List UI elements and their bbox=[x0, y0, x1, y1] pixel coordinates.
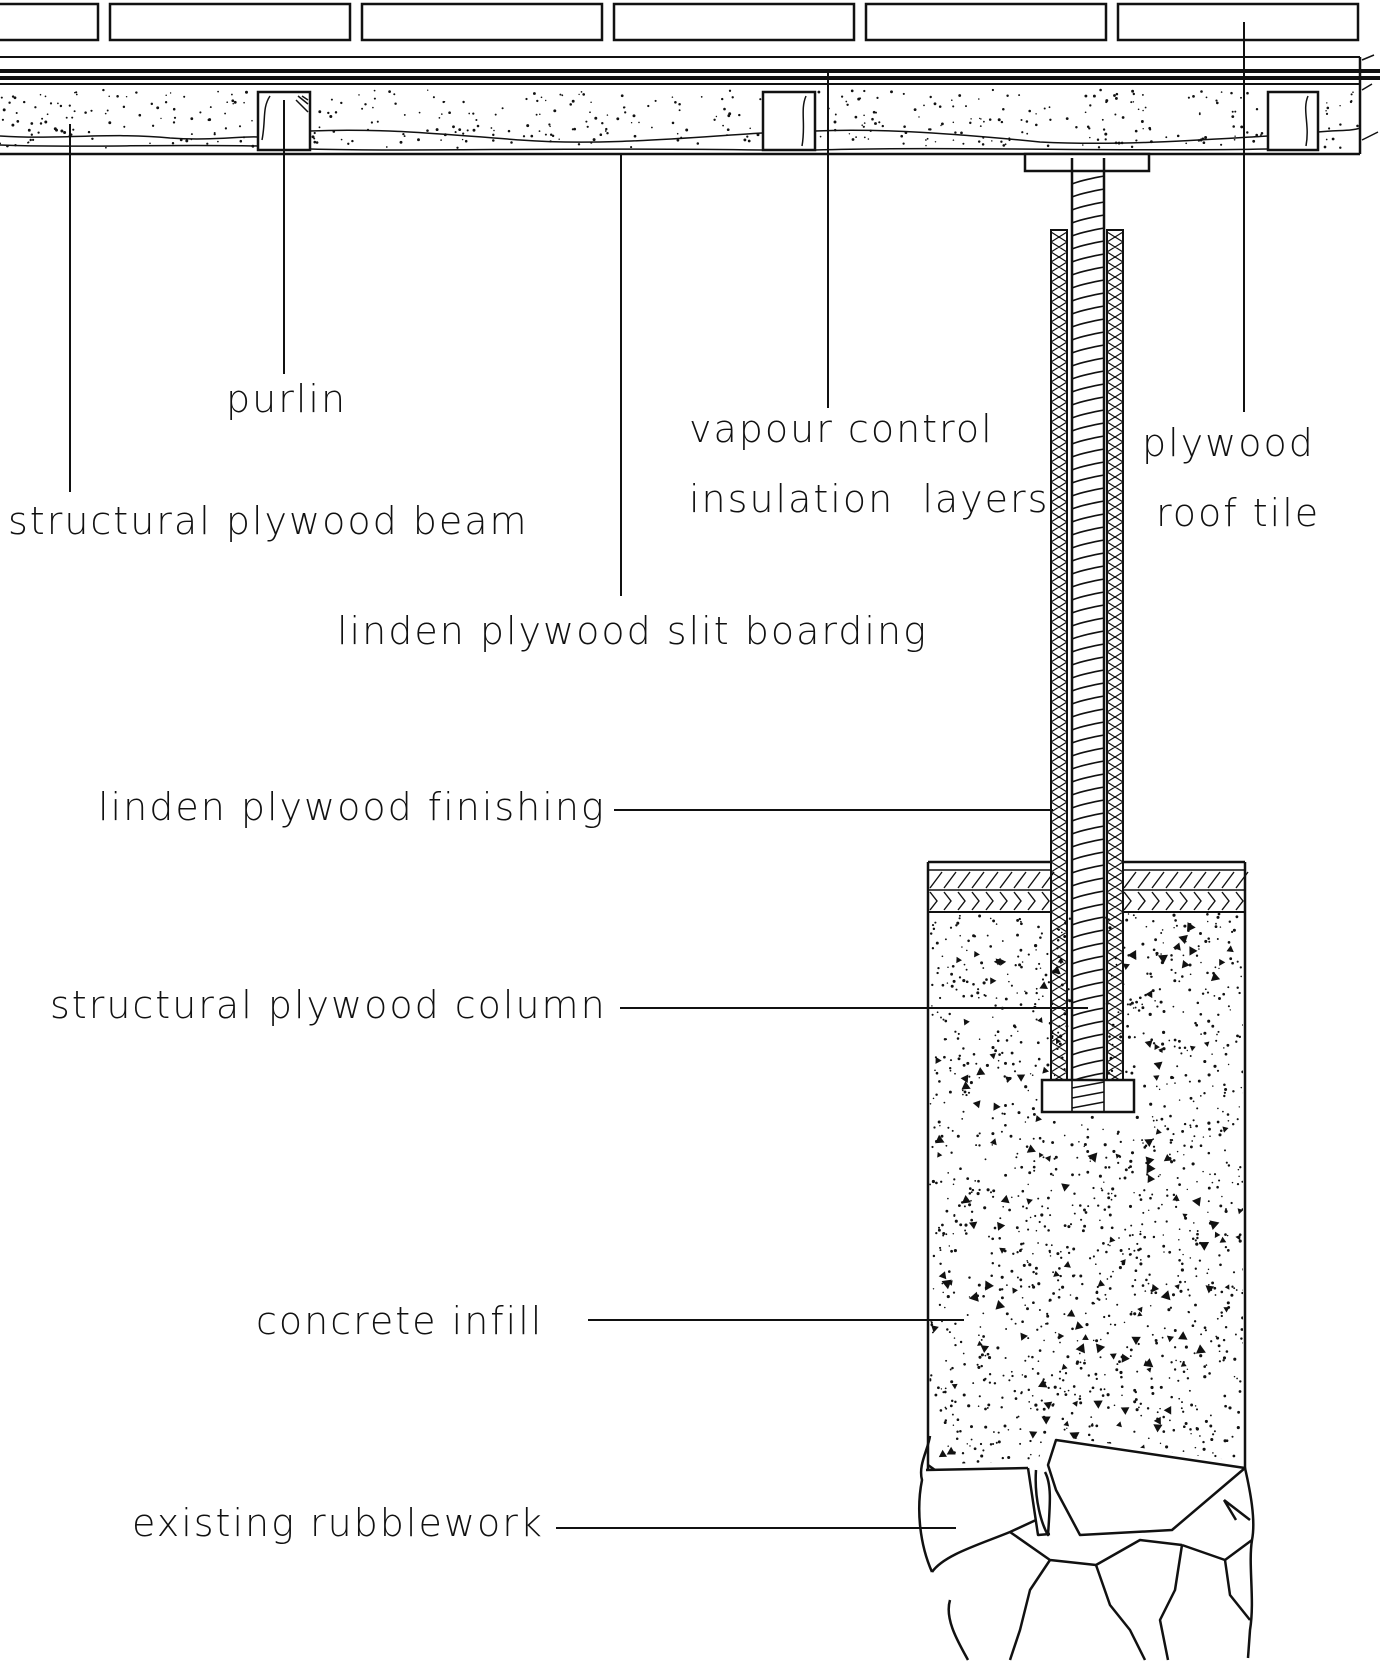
label-structural-plywood-column: structural plywood column bbox=[50, 983, 607, 1027]
concrete-aggregate bbox=[929, 912, 1243, 1465]
label-insulation-layers: insulation layers bbox=[689, 477, 1050, 521]
insulation-lines bbox=[0, 127, 1361, 151]
label-structural-plywood-beam: structural plywood beam bbox=[8, 499, 529, 543]
insulation-dots bbox=[0, 88, 1359, 149]
label-roof-tile: roof tile bbox=[1156, 491, 1321, 535]
structural-plywood-column bbox=[1070, 158, 1106, 1112]
column-top-plate bbox=[1023, 152, 1151, 173]
label-linden-plywood-slit-boarding: linden plywood slit boarding bbox=[337, 609, 928, 653]
existing-rubblework bbox=[917, 1435, 1255, 1661]
label-purlin: purlin bbox=[226, 377, 348, 421]
label-vapour-control: vapour control bbox=[689, 407, 994, 451]
leader-lines bbox=[69, 22, 1245, 1529]
footing bbox=[926, 860, 1249, 1470]
label-plywood: plywood bbox=[1142, 421, 1315, 465]
label-existing-rubblework: existing rubblework bbox=[132, 1501, 544, 1545]
roof-layers bbox=[0, 54, 1380, 156]
base-plate-threads bbox=[1071, 1080, 1105, 1112]
label-concrete-infill: concrete infill bbox=[256, 1299, 544, 1343]
label-linden-plywood-finishing: linden plywood finishing bbox=[98, 785, 606, 829]
roof-tiles bbox=[0, 2, 1360, 42]
purlin-grain bbox=[261, 95, 1309, 147]
